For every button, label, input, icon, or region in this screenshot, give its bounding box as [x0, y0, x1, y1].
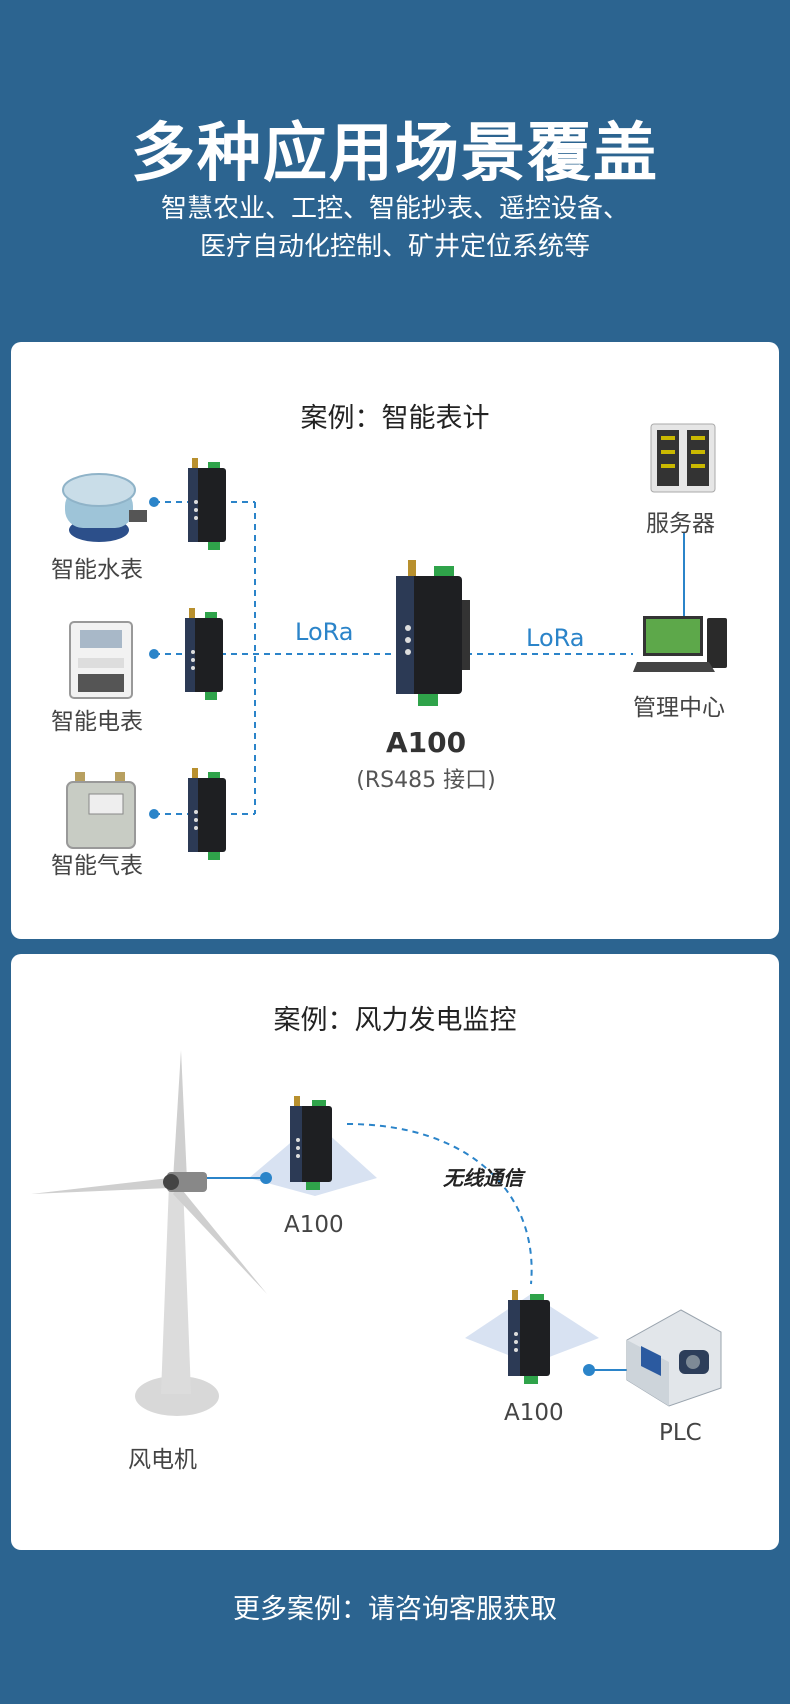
- case-wind-power-card: 案例：风力发电监控 风电机 A100 无线通信: [11, 954, 779, 1550]
- wind-turbine-icon: [31, 1050, 267, 1416]
- server-icon: [650, 423, 716, 493]
- case-wind-power-title: 案例：风力发电监控: [273, 1005, 517, 1036]
- subtitle-line-1: 智慧农业、工控、智能抄表、遥控设备、: [160, 194, 629, 224]
- connection-lines: [149, 497, 685, 819]
- a100-main-label: A100: [385, 726, 467, 759]
- lora-label-left: LoRa: [295, 618, 354, 646]
- turbine-label: 风电机: [128, 1447, 197, 1473]
- lora-label-right: LoRa: [526, 624, 585, 652]
- water-meter-label: 智能水表: [51, 557, 143, 583]
- subtitle-line-2: 医疗自动化控制、矿井定位系统等: [199, 232, 590, 262]
- management-center-label: 管理中心: [633, 695, 725, 721]
- a100-device-2-label: A100: [504, 1400, 564, 1426]
- page-title: 多种应用场景覆盖: [131, 117, 659, 191]
- case-smart-meter-title: 案例：智能表计: [300, 403, 490, 434]
- water-meter-icon: [62, 473, 147, 542]
- gas-meter-icon: [66, 772, 136, 849]
- a100-device-1-label: A100: [284, 1212, 344, 1238]
- electric-meter-label: 智能电表: [51, 709, 143, 735]
- a100-small-device-icon: [185, 608, 223, 700]
- gas-meter-label: 智能气表: [51, 853, 143, 879]
- a100-small-device-icon: [188, 768, 226, 860]
- server-label: 服务器: [646, 511, 715, 537]
- case-smart-meter-card: 案例：智能表计 智能水表 智能电表 智能气表: [11, 342, 779, 939]
- a100-small-device-icon: [188, 458, 226, 550]
- wireless-label: 无线通信: [443, 1166, 523, 1190]
- plc-machine-icon: [626, 1309, 722, 1407]
- computer-icon: [633, 616, 727, 672]
- page-subtitle: 智慧农业、工控、智能抄表、遥控设备、 医疗自动化控制、矿井定位系统等: [0, 190, 790, 266]
- a100-main-desc: (RS485 接口): [356, 768, 496, 793]
- footer-more-cases: 更多案例：请咨询客服获取: [233, 1594, 557, 1625]
- plc-label: PLC: [659, 1420, 702, 1446]
- electric-meter-icon: [69, 621, 133, 699]
- a100-device-2-icon: [508, 1290, 550, 1384]
- a100-device-1-icon: [290, 1096, 332, 1190]
- a100-main-device-icon: [396, 560, 470, 706]
